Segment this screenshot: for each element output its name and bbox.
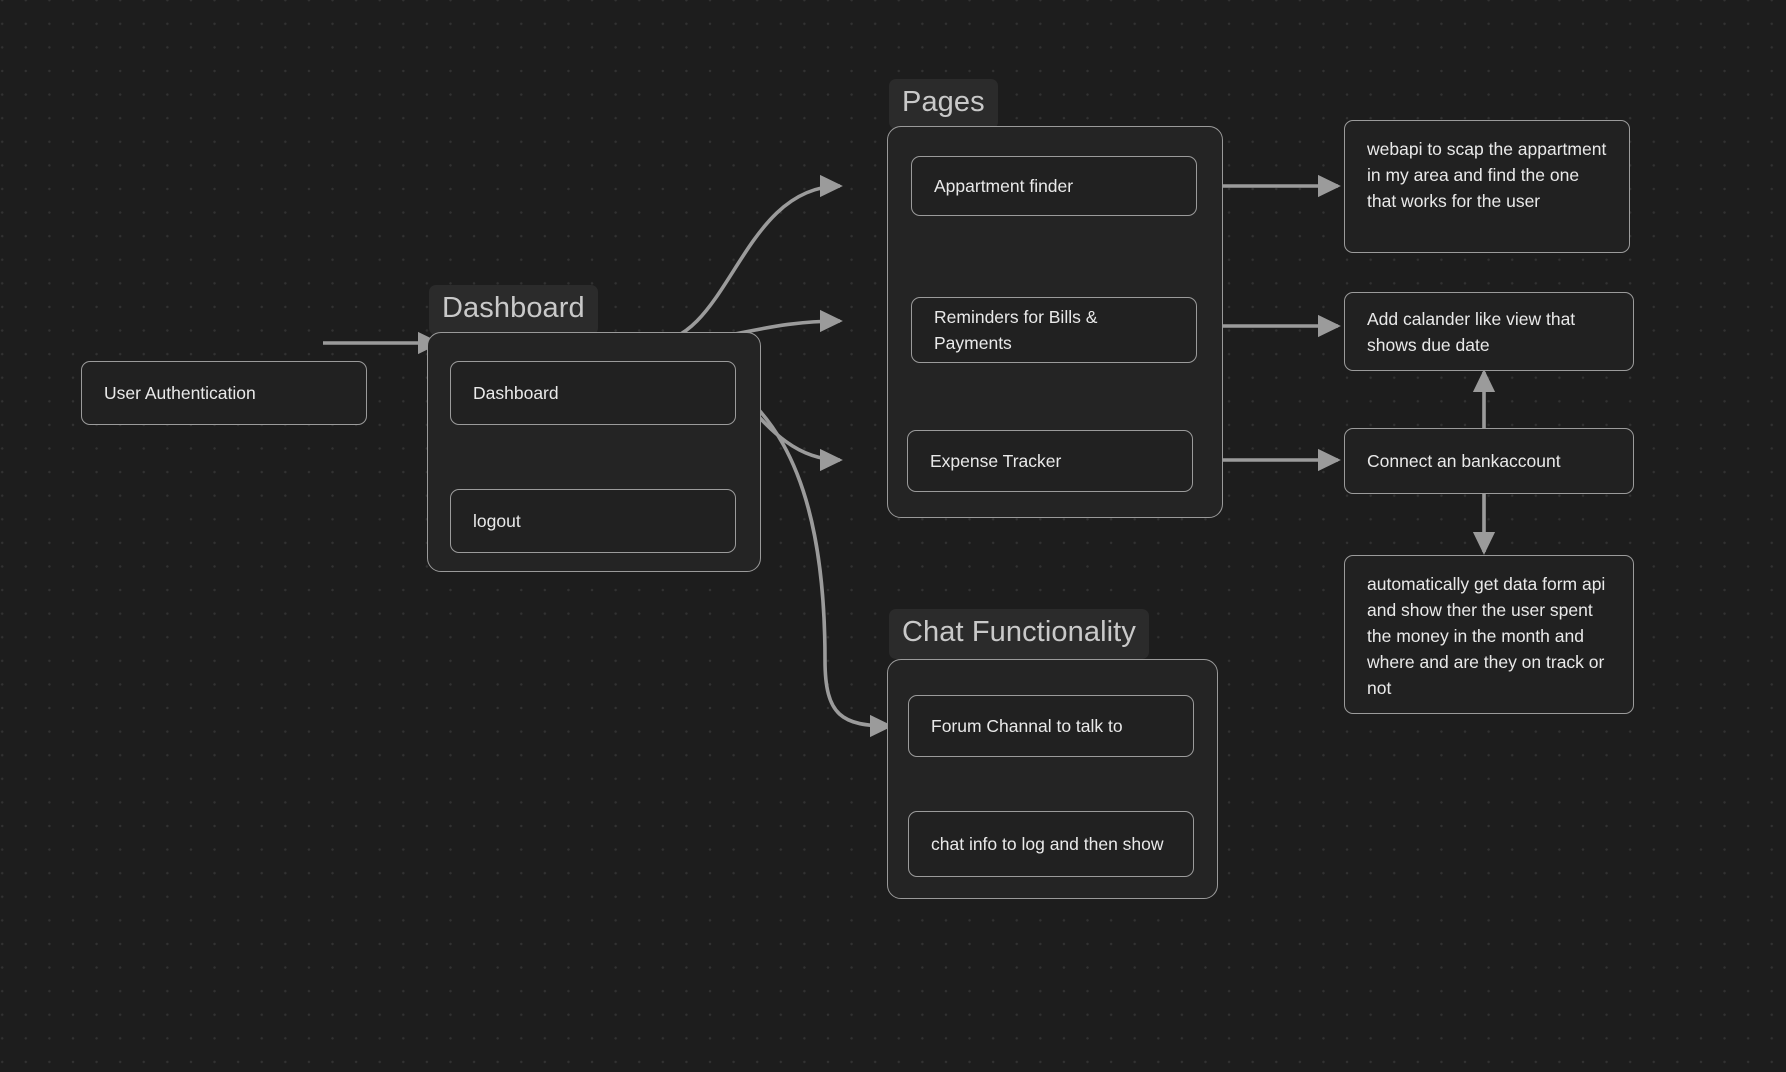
node-appartment-finder[interactable]: Appartment finder bbox=[911, 156, 1197, 216]
group-label-dashboard: Dashboard bbox=[429, 285, 598, 335]
node-user-authentication[interactable]: User Authentication bbox=[81, 361, 367, 425]
node-dashboard[interactable]: Dashboard bbox=[450, 361, 736, 425]
note-text: webapi to scap the appartment in my area… bbox=[1367, 139, 1607, 211]
node-forum-channel[interactable]: Forum Channal to talk to bbox=[908, 695, 1194, 757]
node-label: Appartment finder bbox=[934, 176, 1074, 196]
group-label-chat-functionality: Chat Functionality bbox=[889, 609, 1149, 659]
note-text: automatically get data form api and show… bbox=[1367, 574, 1606, 698]
node-label: Forum Channal to talk to bbox=[931, 716, 1123, 736]
note-webapi-scrape[interactable]: webapi to scap the appartment in my area… bbox=[1344, 120, 1630, 253]
note-text: Add calander like view that shows due da… bbox=[1367, 308, 1576, 355]
note-automatic-data[interactable]: automatically get data form api and show… bbox=[1344, 555, 1634, 714]
node-expense-tracker[interactable]: Expense Tracker bbox=[907, 430, 1193, 492]
node-label: Expense Tracker bbox=[930, 451, 1062, 471]
node-label: User Authentication bbox=[104, 383, 256, 403]
node-label: Reminders for Bills & Payments bbox=[934, 307, 1098, 353]
node-label: logout bbox=[473, 511, 521, 531]
group-label-pages: Pages bbox=[889, 79, 998, 129]
node-logout[interactable]: logout bbox=[450, 489, 736, 553]
node-reminders-for-bills-and-payments[interactable]: Reminders for Bills & Payments bbox=[911, 297, 1197, 363]
node-label: chat info to log and then show bbox=[931, 834, 1164, 854]
note-text: Connect an bankaccount bbox=[1367, 451, 1561, 471]
node-label: Dashboard bbox=[473, 383, 559, 403]
note-connect-bankaccount[interactable]: Connect an bankaccount bbox=[1344, 428, 1634, 494]
node-chat-info[interactable]: chat info to log and then show bbox=[908, 811, 1194, 877]
edge-dashboard-to-appartment-finder bbox=[649, 174, 843, 345]
note-calendar-view[interactable]: Add calander like view that shows due da… bbox=[1344, 292, 1634, 371]
